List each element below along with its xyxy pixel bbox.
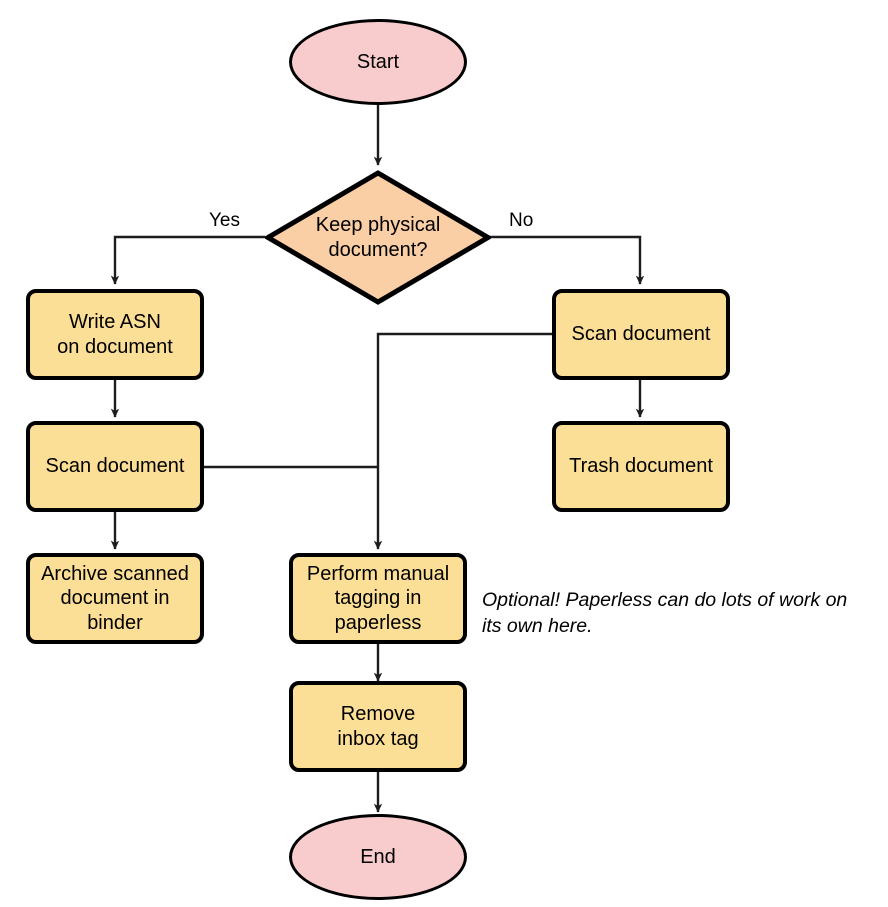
edge-decision-no-to-scan-right (490, 235, 645, 285)
node-start[interactable]: Start (289, 19, 467, 105)
node-scan-document-right[interactable]: Scan document (552, 289, 730, 380)
node-start-label: Start (356, 50, 400, 73)
node-tagging-label: Perform manual tagging in paperless (306, 562, 450, 634)
node-decision-label: Keep physical document? (315, 214, 441, 261)
edge-label-yes: Yes (209, 210, 240, 231)
node-write-asn-label: Write ASN on document (57, 311, 173, 358)
node-perform-manual-tagging[interactable]: Perform manual tagging in paperless (289, 553, 467, 644)
node-archive-scanned-document[interactable]: Archive scanned document in binder (26, 553, 204, 644)
node-scan-document-left-label: Scan document (45, 455, 185, 478)
node-end-label: End (360, 845, 396, 868)
diamond-shape (265, 170, 491, 305)
edge-label-no: No (509, 210, 534, 231)
edge-decision-yes-to-write-asn (110, 235, 265, 285)
node-remove-inbox-tag[interactable]: Remove inbox tag (289, 681, 467, 772)
node-scan-document-right-label: Scan document (571, 323, 711, 346)
edge-scan-right-to-tagging (373, 332, 552, 550)
node-decision-keep-physical-document[interactable]: Keep physical document? (265, 170, 491, 305)
node-trash-document[interactable]: Trash document (552, 421, 730, 512)
annotation-optional-note: Optional! Paperless can do lots of work … (482, 589, 848, 637)
node-end[interactable]: End (289, 814, 467, 900)
node-scan-document-left[interactable]: Scan document (26, 421, 204, 512)
node-write-asn-on-document[interactable]: Write ASN on document (26, 289, 204, 380)
node-archive-label: Archive scanned document in binder (41, 562, 189, 634)
node-remove-inbox-tag-label: Remove inbox tag (337, 703, 419, 750)
node-trash-document-label: Trash document (569, 455, 713, 478)
